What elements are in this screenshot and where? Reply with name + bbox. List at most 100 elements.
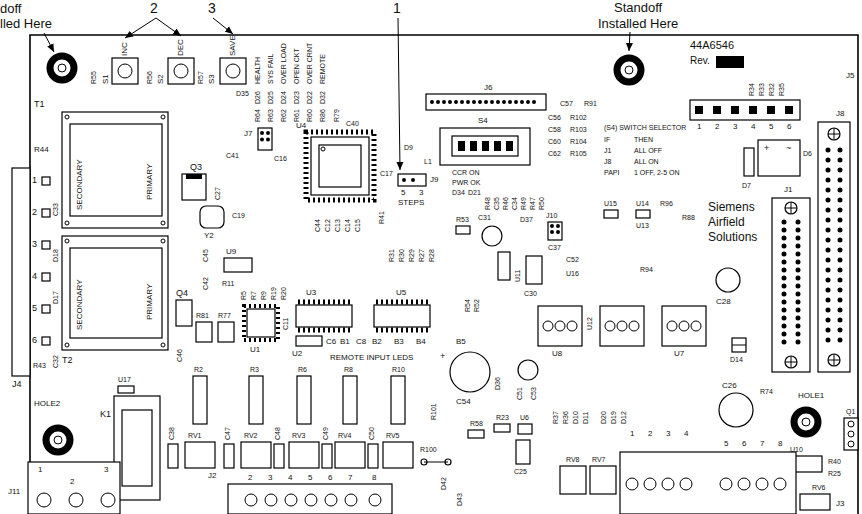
silkscreen-label: R53 [456, 216, 469, 223]
silkscreen-label: C31 [478, 214, 491, 221]
silkscreen-label: C28 [716, 298, 731, 306]
component-body [560, 466, 586, 494]
component-body [196, 322, 212, 342]
silkscreen-label: ALL OFF [634, 147, 662, 154]
silkscreen-label: C19 [232, 212, 245, 219]
silkscreen-label: D17 [52, 291, 59, 304]
silkscreen-label: R91 [584, 100, 597, 107]
silkscreen-label: R32 [768, 83, 775, 96]
callout-number: 2 [150, 1, 158, 15]
component-detail [161, 115, 165, 119]
silkscreen-label: R77 [218, 312, 231, 319]
component-body [452, 136, 518, 156]
silkscreen-label: B5 [456, 338, 466, 346]
silkscreen-label: C48 [274, 427, 281, 440]
silkscreen-label: PRIMARY [146, 284, 154, 320]
silkscreen-label: RV3 [292, 432, 306, 439]
silkscreen-label: INC [121, 42, 129, 56]
silkscreen-label: J7 [244, 130, 252, 138]
silkscreen-label: J5 [846, 72, 854, 80]
component-detail [285, 494, 297, 506]
silkscreen-label: D37 [520, 216, 533, 223]
leader-line [398, 18, 400, 170]
silkscreen-label: 44A6546 [690, 40, 734, 51]
component-body [322, 444, 332, 468]
silkscreen-label: U17 [118, 376, 131, 383]
silkscreen-label: R105 [570, 150, 587, 157]
silkscreen-label: B3 [394, 338, 404, 346]
component-detail [174, 64, 188, 78]
silkscreen-label: PRIMARY [146, 164, 154, 200]
silkscreen-label: R49 [520, 197, 527, 210]
silkscreen-label: U11 [514, 270, 521, 282]
component-body [440, 128, 530, 165]
silkscreen-label: IF [604, 136, 610, 143]
component-detail [617, 321, 627, 331]
component-body [732, 338, 746, 352]
silkscreen-label: U10 [790, 446, 803, 453]
silkscreen-label: R3 [250, 366, 259, 373]
silkscreen-label: ~ [786, 144, 791, 153]
component-body [468, 430, 484, 438]
silkscreen-label: C49 [322, 427, 329, 440]
component-body [538, 306, 582, 346]
component-detail [626, 478, 638, 490]
silkscreen-label: B2 [372, 338, 382, 346]
standoff [50, 56, 74, 80]
silkscreen-label: R100 [420, 446, 437, 453]
silkscreen-label: K1 [100, 410, 111, 419]
silkscreen-label: 3 [733, 123, 737, 131]
silkscreen-label: R25 [828, 470, 841, 477]
silkscreen-label: C30 [524, 290, 537, 297]
standoff [46, 428, 70, 452]
component-body [662, 306, 706, 346]
silkscreen-label: C44 [314, 219, 321, 232]
callout-text: Installed Here [598, 17, 678, 30]
silkscreen-label: U12 [586, 317, 593, 330]
component-detail [424, 462, 448, 463]
component-detail [65, 239, 69, 243]
silkscreen-label: R29 [408, 249, 415, 262]
silkscreen-label: R8 [344, 366, 353, 373]
silkscreen-label: C25 [514, 468, 527, 475]
silkscreen-label: 6 [328, 474, 332, 482]
silkscreen-label: R52 [473, 299, 480, 312]
component-body [383, 442, 413, 468]
component-body [494, 424, 510, 432]
silkscreen-label: J6 [484, 84, 492, 92]
silkscreen-label: Q4 [176, 289, 188, 298]
silkscreen-label: C45 [202, 249, 209, 262]
silkscreen-label: RV8 [566, 456, 580, 463]
component-body [518, 424, 532, 434]
silkscreen-label: D32 [319, 91, 326, 104]
silkscreen-label: REMOTE [319, 54, 326, 84]
component-body [118, 386, 134, 393]
component-detail [245, 494, 257, 506]
silkscreen-label: R37 [552, 411, 559, 424]
callout-text: doff [0, 2, 21, 15]
silkscreen-label: RV4 [338, 432, 352, 439]
component-detail [667, 321, 677, 331]
pin-dots [262, 102, 840, 350]
silkscreen-label: J4 [12, 380, 22, 389]
component-body [247, 309, 275, 337]
component-body [844, 418, 858, 450]
silkscreen-label: HOLE2 [34, 400, 60, 408]
component-body [258, 128, 272, 150]
silkscreen-label: R81 [196, 312, 209, 319]
standoff-hole [802, 418, 810, 426]
component-body [335, 442, 365, 468]
silkscreen-label: ALL ON [634, 158, 659, 165]
component-body [62, 236, 168, 350]
component-detail [101, 493, 115, 507]
component-detail [791, 356, 792, 368]
silkscreen-label: 7 [348, 474, 352, 482]
component-body [498, 252, 510, 280]
pin-dots [556, 226, 560, 238]
silkscreen-label: R79 [333, 109, 340, 122]
pin-band [376, 300, 428, 305]
silkscreen-label: J2 [208, 472, 216, 480]
component-body [368, 444, 378, 468]
component-detail [118, 64, 132, 78]
silkscreen-label: 1 OFF, 2-5 ON [634, 169, 680, 176]
